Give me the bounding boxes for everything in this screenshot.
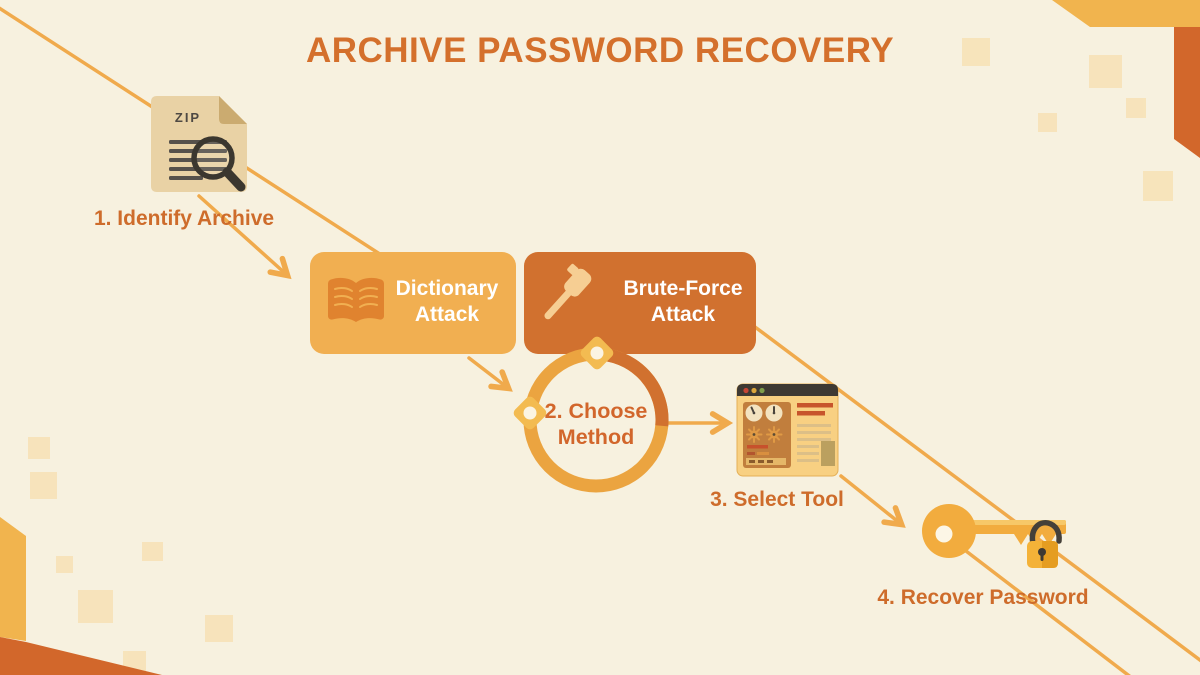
- knob-dials: [746, 426, 783, 443]
- decor-squares: [28, 38, 1173, 675]
- window-text-lines: [797, 403, 835, 466]
- step3-label: 3. Select Tool: [710, 488, 844, 511]
- gauge-dials: [745, 404, 783, 422]
- arrow-step1-to-method: [197, 194, 292, 280]
- diagonal-line-below-key: [964, 549, 1131, 675]
- dictionary-attack-label: Dictionary Attack: [395, 277, 499, 327]
- padlock-icon: [1027, 519, 1062, 568]
- dictionary-attack-box: [310, 252, 516, 354]
- zip-file-label: ZIP: [174, 110, 202, 125]
- corner-decoration-top-right: [1052, 0, 1200, 158]
- corner-decoration-bottom-left: [0, 517, 162, 675]
- hammer-icon: [544, 263, 592, 320]
- step4-label: 4. Recover Password: [877, 586, 1089, 609]
- magnifier-icon: [191, 136, 246, 192]
- method-cycle-icon: [513, 336, 669, 493]
- step2-label: 2. Choose Method: [544, 399, 648, 449]
- arrow-dictionary-to-cycle: [467, 356, 513, 392]
- key-icon: [922, 504, 1066, 568]
- page-title: ARCHIVE PASSWORD RECOVERY: [305, 31, 895, 70]
- step1-label: 1. Identify Archive: [93, 207, 275, 230]
- tool-window-icon: [736, 383, 839, 477]
- brute-force-attack-box: [524, 252, 756, 354]
- arrow-tool-to-key: [839, 474, 906, 528]
- zip-archive-icon: [151, 96, 247, 192]
- cycle-node-top: [580, 336, 614, 370]
- brute-force-attack-label: Brute-Force Attack: [623, 277, 743, 327]
- book-icon: [328, 277, 384, 322]
- cycle-node-left: [513, 396, 547, 430]
